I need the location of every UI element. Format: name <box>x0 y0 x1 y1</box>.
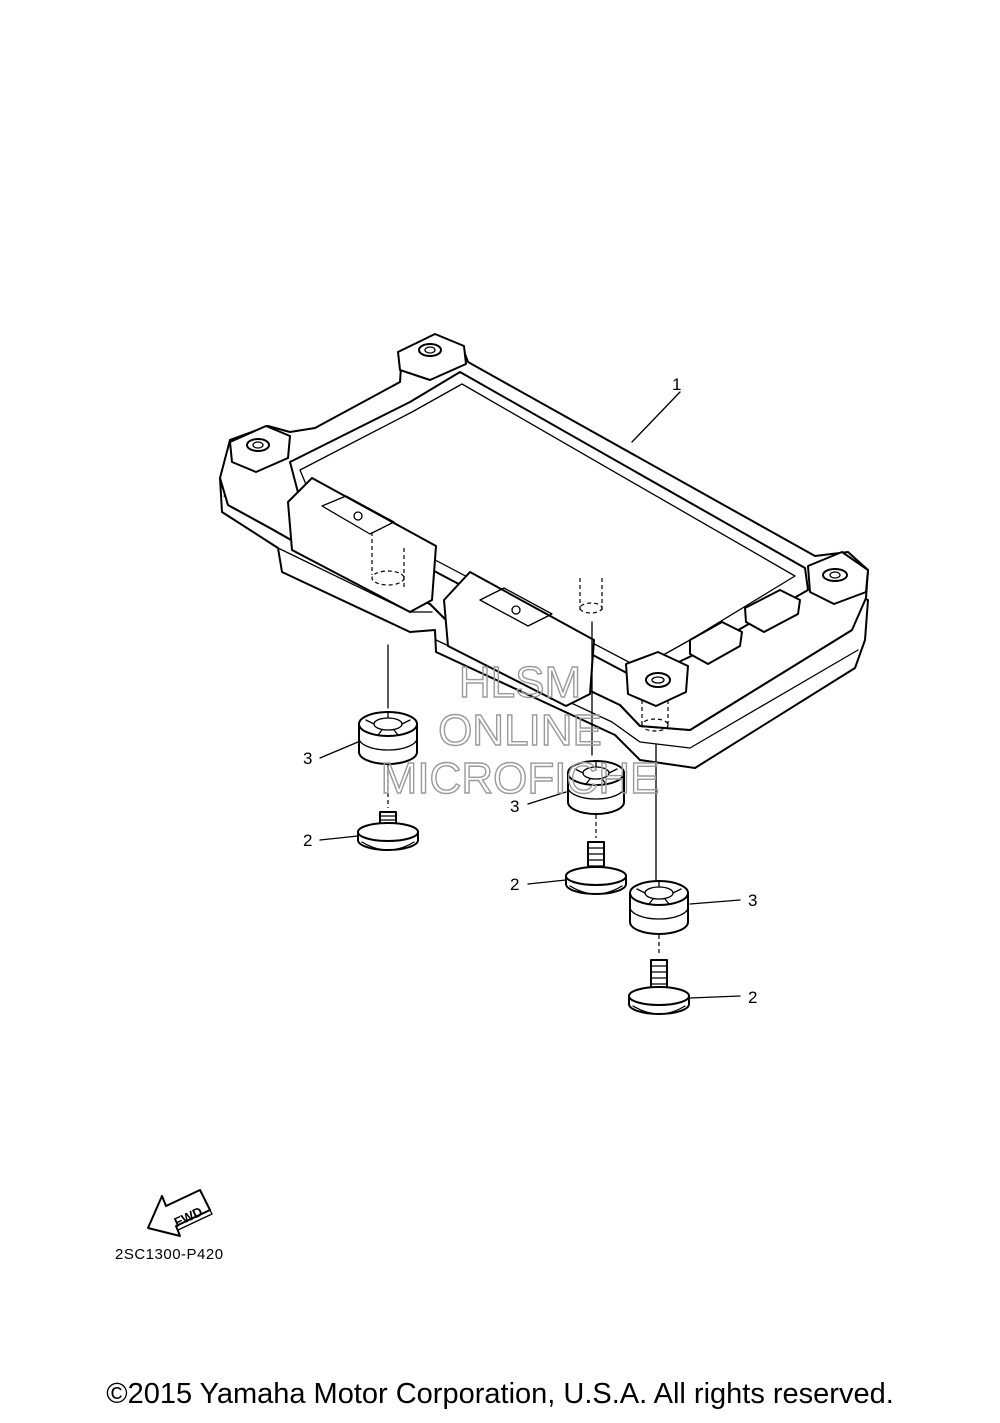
watermark-line-2: ONLINE <box>438 706 602 755</box>
mount-boss-bottom <box>625 651 689 707</box>
grommet-left <box>358 644 418 765</box>
front-tab-left <box>287 477 437 613</box>
watermark: HLSM ONLINE MICROFICHE <box>380 657 660 803</box>
callout-1: 1 <box>672 375 681 394</box>
callout-2a: 2 <box>303 831 312 850</box>
bolt-left <box>357 765 419 851</box>
grommet-right <box>629 744 689 935</box>
leader-line-3a <box>319 741 359 759</box>
leader-line-3b <box>527 791 567 805</box>
callout-3a: 3 <box>303 749 312 768</box>
callout-2b: 2 <box>510 875 519 894</box>
leader-line-1 <box>631 391 681 443</box>
leader-line-3c <box>689 899 741 905</box>
watermark-line-1: HLSM <box>459 658 581 707</box>
leader-line-2b <box>527 879 567 885</box>
copyright-notice: ©2015 Yamaha Motor Corporation, U.S.A. A… <box>106 1378 894 1410</box>
fwd-arrow-icon: FWD <box>147 1189 213 1237</box>
callout-3b: 3 <box>510 797 519 816</box>
callout-3c: 3 <box>748 891 757 910</box>
grommet-middle <box>567 621 625 815</box>
meter-buttons <box>689 589 801 665</box>
mount-boss-top <box>397 333 467 381</box>
bolt-middle <box>565 815 627 895</box>
front-tab-right <box>443 571 595 707</box>
bolt-right <box>628 935 690 1015</box>
meter-assembly <box>219 333 869 769</box>
leader-line-2c <box>689 995 741 999</box>
callout-2c: 2 <box>748 988 757 1007</box>
leader-line-2a <box>319 835 359 841</box>
diagram-reference-code: 2SC1300-P420 <box>115 1246 224 1263</box>
mount-boss-left <box>229 425 291 473</box>
watermark-line-3: MICROFICHE <box>381 754 660 803</box>
mount-boss-right <box>807 551 869 605</box>
